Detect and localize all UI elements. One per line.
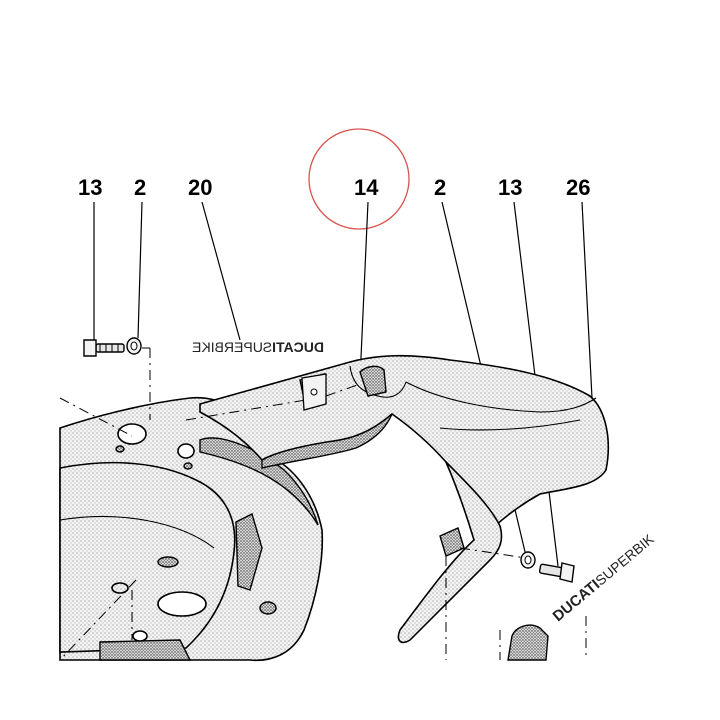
screw-13-right <box>538 562 575 583</box>
tail-light-part <box>507 624 549 661</box>
washer-2-left <box>126 337 142 355</box>
washer-2-right <box>520 551 536 569</box>
callout-13-left: 13 <box>78 175 102 200</box>
callout-2-left: 2 <box>134 175 146 200</box>
highlight-circle <box>308 128 410 230</box>
decal-26-brand: DUCATI <box>550 576 603 625</box>
assembly-axis-lines <box>59 347 587 661</box>
callout-13-right: 13 <box>498 175 522 200</box>
callout-26: 26 <box>566 175 590 200</box>
rear-frame-part <box>59 396 324 662</box>
screw-13-left <box>83 339 125 357</box>
callout-20: 20 <box>188 175 212 200</box>
svg-text:DUCATISUPERBIKE: DUCATISUPERBIKE <box>192 339 324 355</box>
decal-20: DUCATISUPERBIKE <box>192 339 324 355</box>
decal-26-model: SUPERBIK <box>592 530 657 588</box>
callout-14: 14 <box>354 175 379 200</box>
decal-20-brand: DUCATI <box>272 339 324 355</box>
callout-2-right: 2 <box>434 175 446 200</box>
clip-14 <box>301 373 327 411</box>
decal-20-model: SUPERBIKE <box>192 339 272 355</box>
